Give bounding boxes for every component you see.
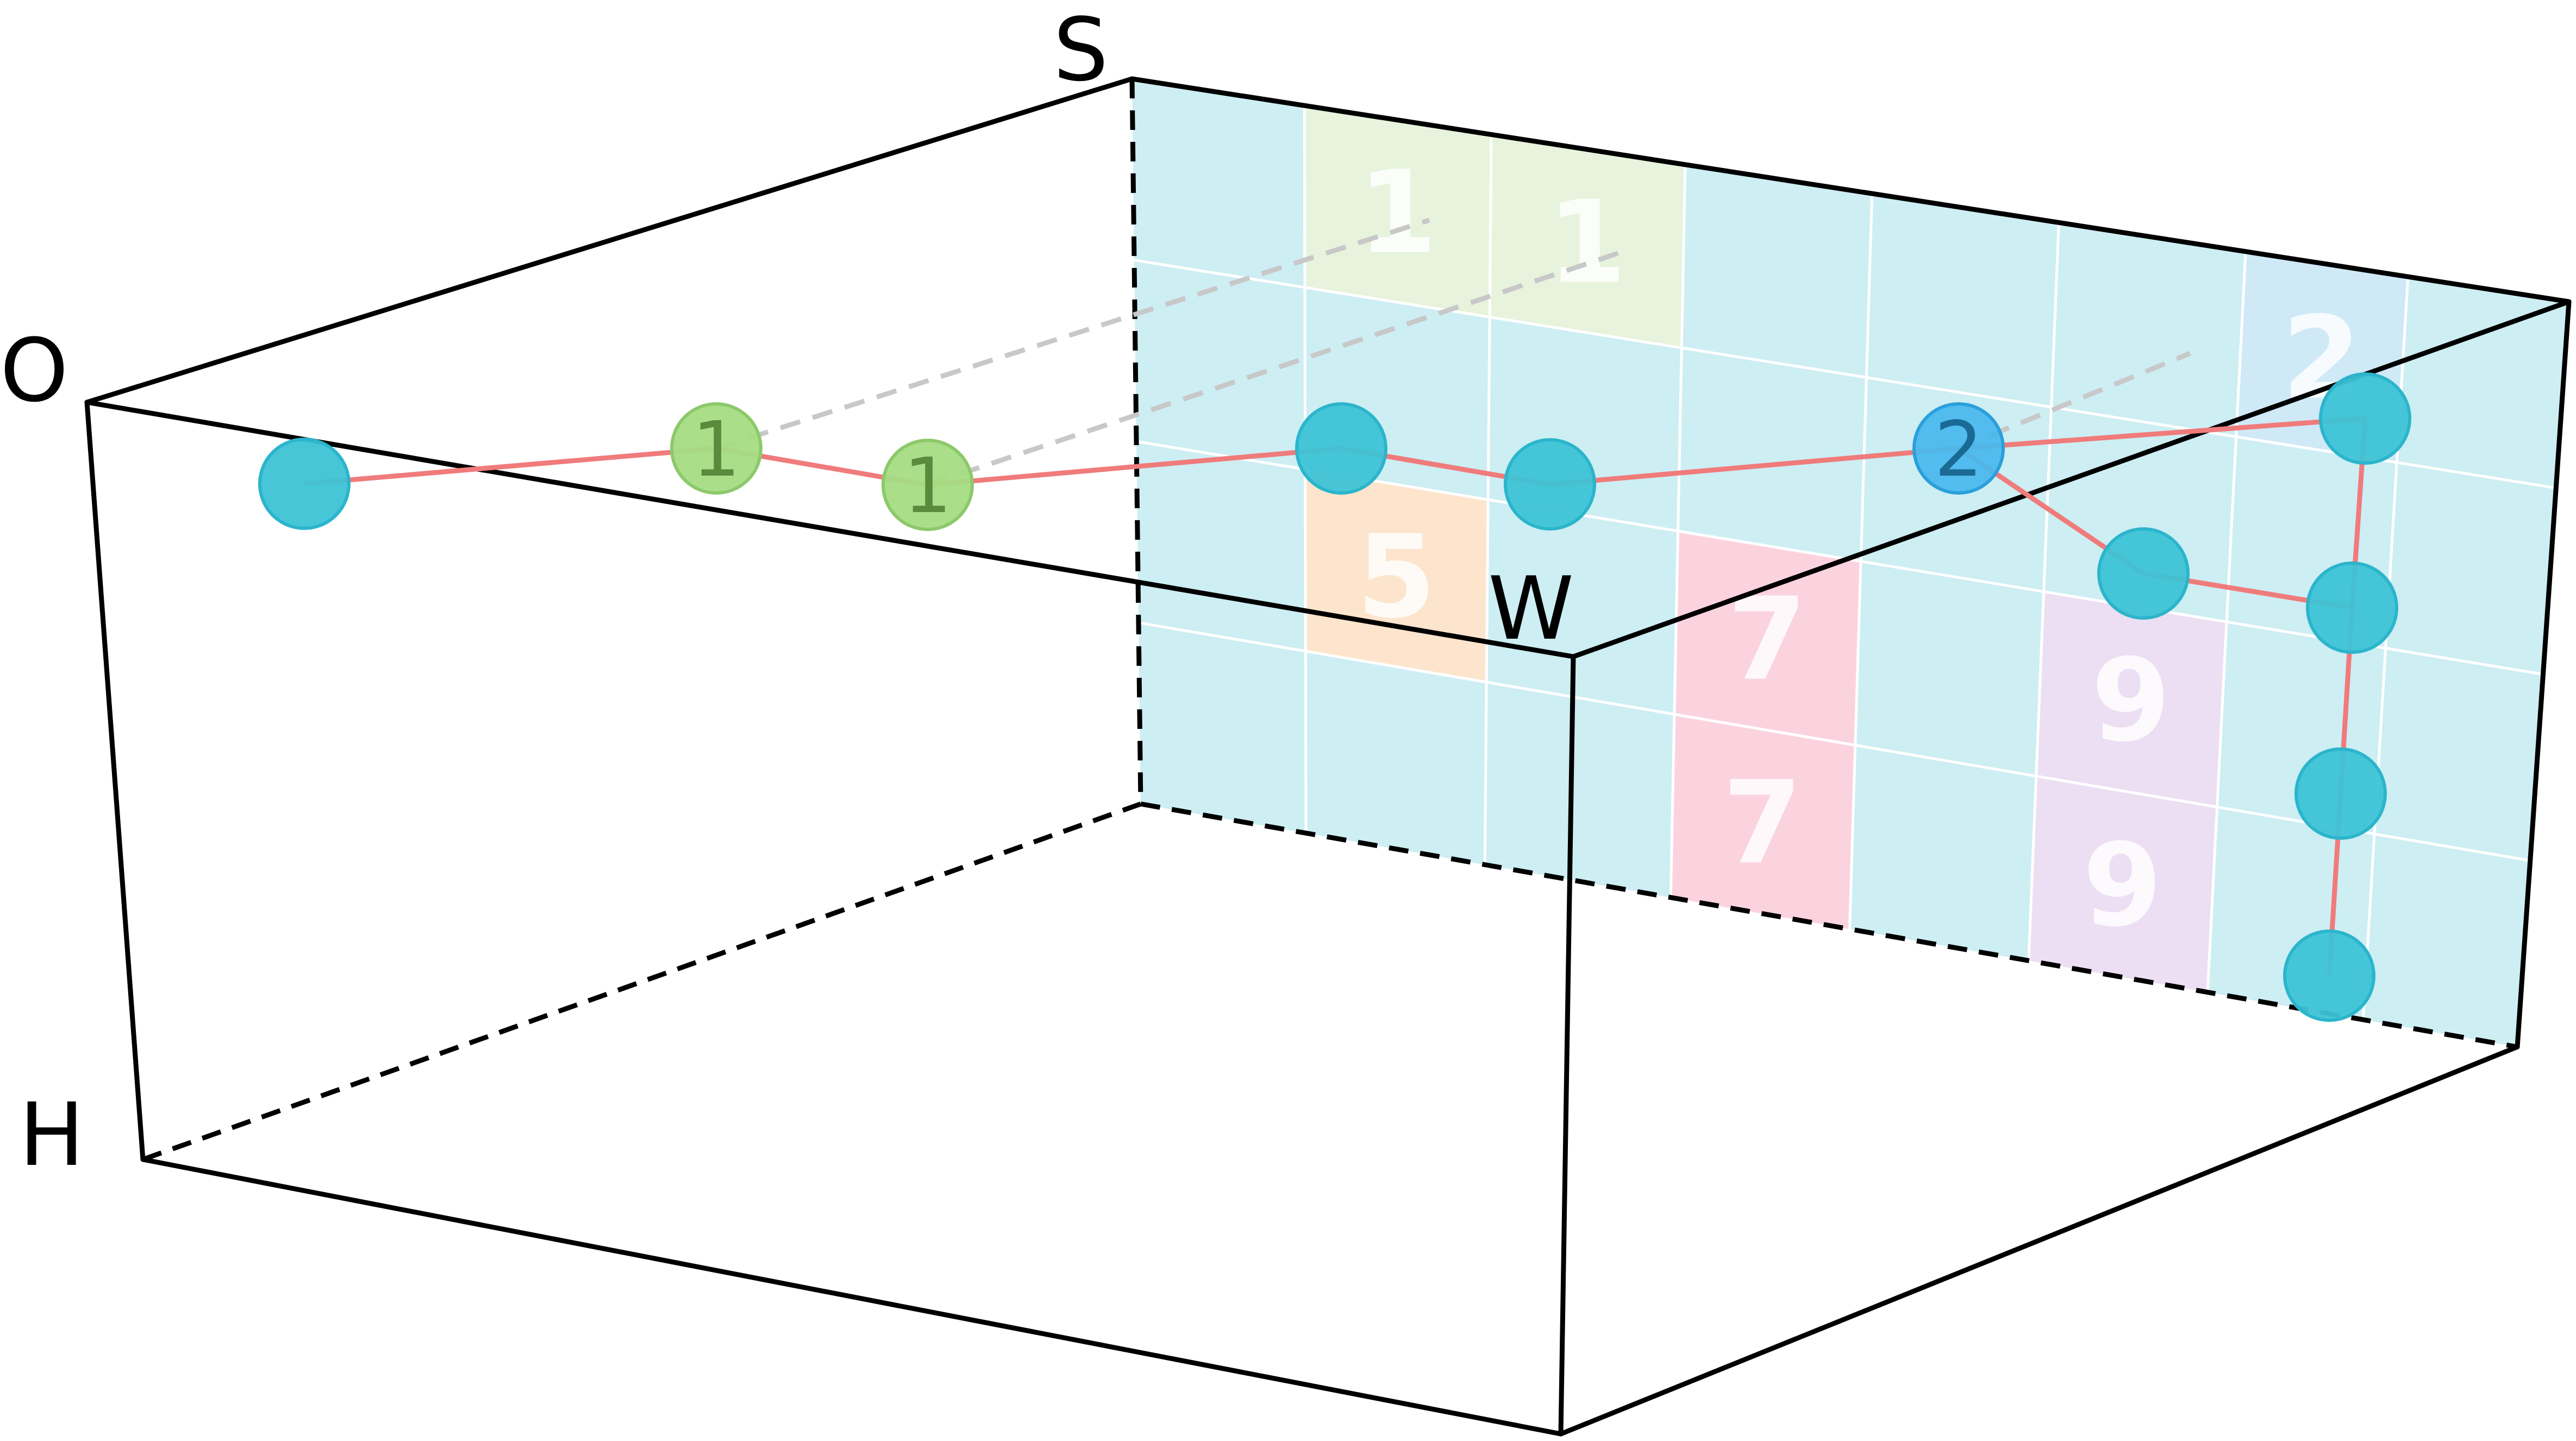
edge-w-top-right [1571, 299, 2572, 659]
edge-h-bottom-front [140, 1157, 1564, 1437]
box-edges [84, 76, 2572, 1437]
grid-cell-number: 7 [1723, 756, 1802, 889]
walk-path-line [304, 416, 2368, 976]
path-node-plain [2306, 562, 2398, 654]
grid-cell-9 [2028, 776, 2217, 993]
grid-cell-1 [1304, 105, 1491, 317]
grid-cell-7 [1671, 714, 1855, 930]
edge-s-top-right [1129, 76, 2572, 304]
grid-cell-number: 1 [1358, 146, 1437, 279]
path-node-label: 2 [1934, 406, 1983, 494]
edge-h-hidden-back [142, 801, 1142, 1162]
edge-top-right-down [2515, 299, 2572, 1050]
path-node-match [881, 439, 974, 531]
path-node-plain [2294, 747, 2387, 840]
edge-w-bottom-front [1558, 654, 1576, 1437]
path-node-plain [258, 438, 351, 530]
grid-cell-number: 9 [2083, 819, 2162, 952]
edge-s-hidden-down [1129, 78, 1143, 804]
path-node-plain [2097, 527, 2190, 620]
path-node-plain [1504, 438, 1596, 531]
corner-label-w: W [1488, 558, 1574, 659]
edge-o-s [84, 76, 1135, 405]
grid-cells [1304, 105, 2408, 993]
match-connector-line [715, 217, 1430, 451]
grid-line-horizontal [1138, 621, 2531, 862]
grid-cell-5 [1305, 469, 1489, 682]
grid-cell-number: 9 [2091, 634, 2171, 767]
edge-o-h [84, 400, 146, 1162]
path-node-label: 1 [692, 406, 740, 494]
path-node-label: 1 [903, 442, 952, 531]
grid-cell-number: 1 [1547, 176, 1627, 309]
corner-label-o: O [0, 320, 68, 421]
grid-cell-1 [1490, 134, 1685, 348]
edge-bottom-front-right [1558, 1044, 2520, 1437]
grid-cell-9 [2036, 591, 2227, 807]
grid-cell-7 [1674, 531, 1861, 745]
edge-o-w [84, 400, 1576, 659]
grid-cell-number: 7 [1728, 573, 1807, 706]
path-node-plain [1295, 402, 1387, 495]
path-node-plain [2283, 930, 2375, 1022]
path-nodes: 1 1 2 [258, 372, 2411, 1022]
corner-label-h: H [19, 1084, 84, 1186]
grid-line-horizontal [1134, 259, 2556, 490]
corner-label-s: S [1053, 0, 1109, 101]
path-node-match [670, 402, 762, 495]
match-connector-line [927, 247, 1629, 488]
path-node-special [1912, 402, 2005, 495]
path-node-plain [2319, 372, 2411, 465]
edge-hidden-back-right [1140, 801, 2518, 1050]
